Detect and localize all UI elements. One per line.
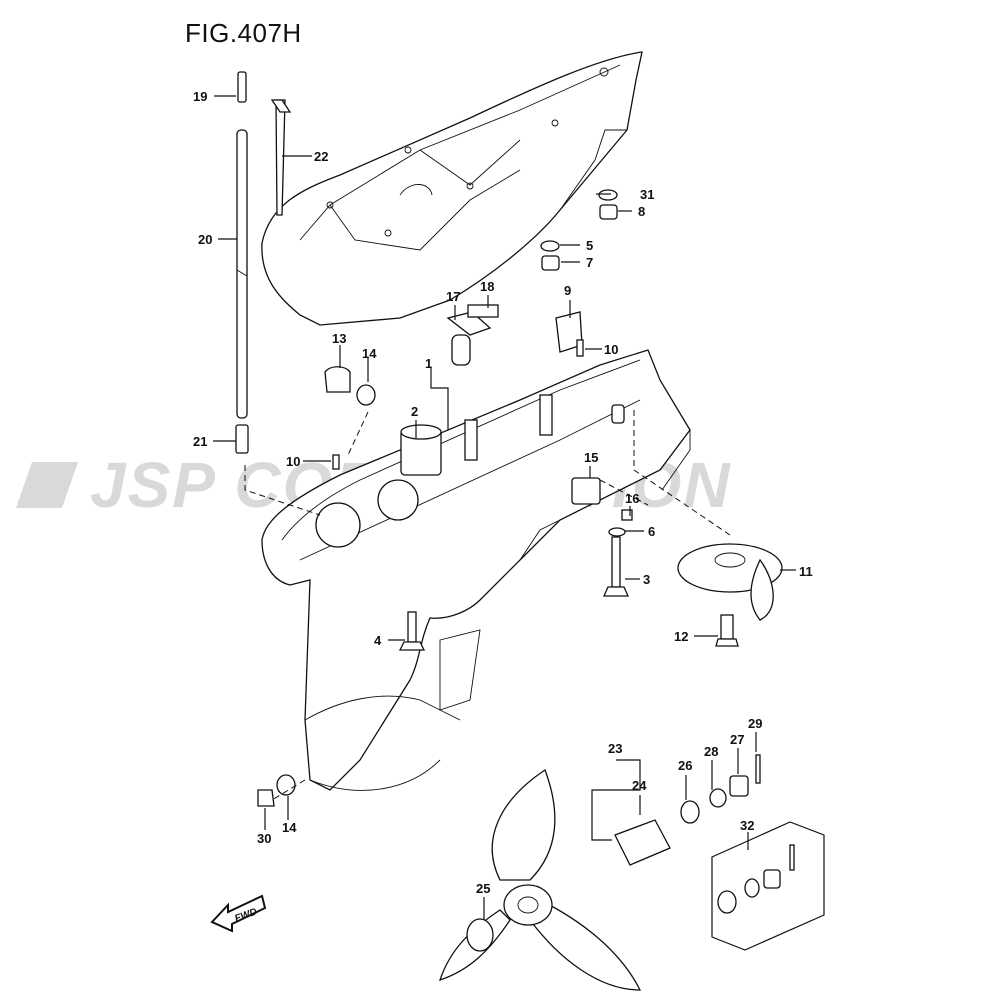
propeller <box>438 754 761 991</box>
callout-21: 21 <box>193 434 207 449</box>
callout-9: 9 <box>564 283 571 298</box>
callout-29: 29 <box>748 716 762 731</box>
callout-19: 19 <box>193 89 207 104</box>
callout-17: 17 <box>446 289 460 304</box>
callout-25: 25 <box>476 881 490 896</box>
figure-title: FIG.407H <box>185 18 302 48</box>
leader-lines <box>213 95 796 920</box>
callout-5: 5 <box>586 238 593 253</box>
kit-box <box>711 821 825 951</box>
fwd-arrow-icon: FWD <box>210 894 267 933</box>
callout-20: 20 <box>198 232 212 247</box>
callout-12: 12 <box>674 629 688 644</box>
callout-27: 27 <box>730 732 744 747</box>
assembly-dashes <box>244 410 731 801</box>
callout-7: 7 <box>586 255 593 270</box>
callout-22: 22 <box>314 149 328 164</box>
housing-hardware <box>257 304 633 807</box>
callout-32: 32 <box>740 818 754 833</box>
callout-10a: 10 <box>604 342 618 357</box>
callout-18: 18 <box>480 279 494 294</box>
callout-24: 24 <box>632 778 647 793</box>
trim-tab <box>677 543 783 647</box>
upper-cover <box>261 51 643 326</box>
callout-labels: 1 2 3 4 5 6 7 8 9 10 10 11 12 13 14 14 1… <box>193 89 813 896</box>
callout-15: 15 <box>584 450 598 465</box>
callout-14b: 14 <box>282 820 297 835</box>
callout-14a: 14 <box>362 346 377 361</box>
callout-28: 28 <box>704 744 718 759</box>
callout-2: 2 <box>411 404 418 419</box>
shift-rod <box>235 71 292 454</box>
callout-1: 1 <box>425 356 432 371</box>
callout-3: 3 <box>643 572 650 587</box>
callout-23: 23 <box>608 741 622 756</box>
callout-8: 8 <box>638 204 645 219</box>
callout-10b: 10 <box>286 454 300 469</box>
callout-30: 30 <box>257 831 271 846</box>
gear-case-housing <box>261 349 691 791</box>
small-nuts <box>540 189 618 271</box>
callout-6: 6 <box>648 524 655 539</box>
callout-31: 31 <box>640 187 654 202</box>
callout-13: 13 <box>332 331 346 346</box>
callout-4: 4 <box>374 633 382 648</box>
callout-26: 26 <box>678 758 692 773</box>
callout-16: 16 <box>625 491 639 506</box>
callout-11: 11 <box>799 564 813 579</box>
